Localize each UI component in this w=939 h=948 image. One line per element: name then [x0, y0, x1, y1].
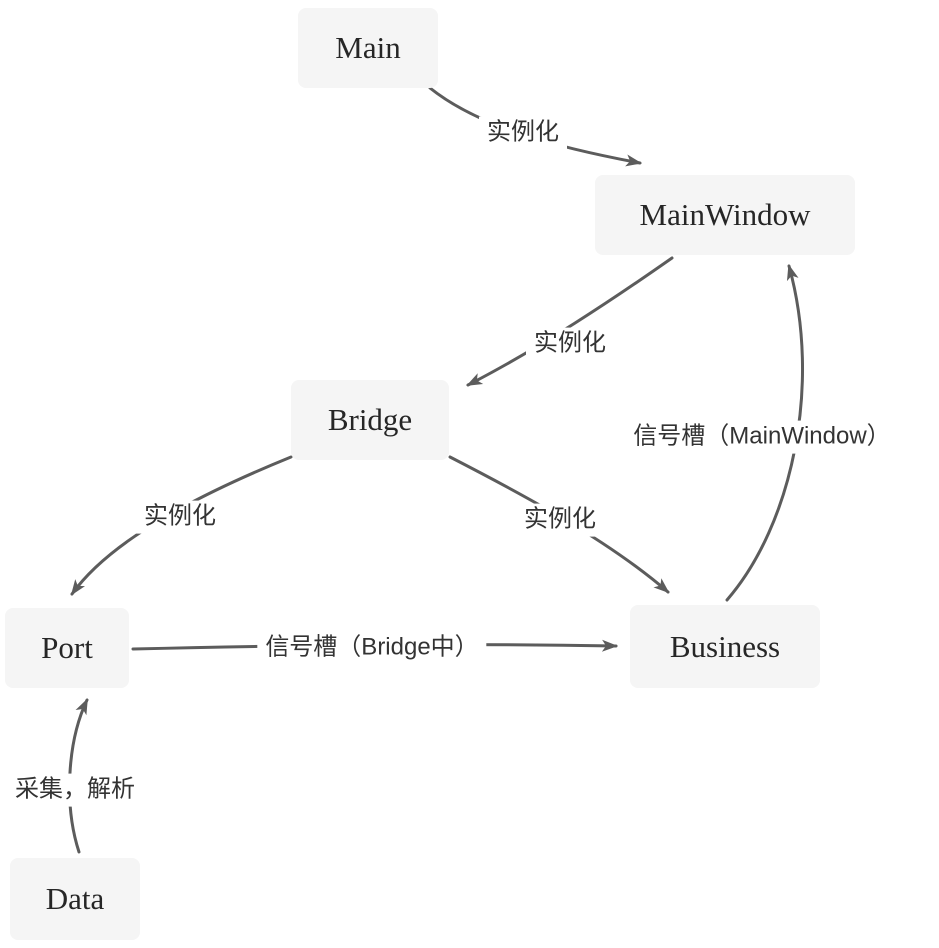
edge-label-business-mainwindow: 信号槽（MainWindow）	[625, 420, 899, 454]
edge-label-port-business: 信号槽（Bridge中）	[257, 631, 487, 665]
node-port: Port	[5, 608, 129, 688]
node-main-label: Main	[335, 30, 401, 65]
node-port-label: Port	[41, 630, 93, 665]
node-main: Main	[298, 8, 438, 88]
node-data: Data	[10, 858, 140, 940]
node-bridge-label: Bridge	[327, 402, 413, 437]
edge-label-bridge-port: 实例化	[136, 500, 224, 534]
edge-label-bridge-business: 实例化	[516, 503, 604, 537]
node-business-label: Business	[669, 628, 781, 664]
node-bridge: Bridge	[291, 380, 449, 460]
node-business: Business	[630, 605, 820, 688]
node-mainwindow-label: MainWindow	[639, 197, 811, 232]
edge-label-main-mainwindow: 实例化	[479, 116, 567, 150]
edge-label-mainwindow-bridge: 实例化	[526, 327, 614, 361]
node-mainwindow: MainWindow	[595, 175, 855, 255]
node-data-label: Data	[45, 881, 105, 916]
edge-label-data-port: 采集，解析	[7, 773, 143, 807]
edge-mainwindow-to-bridge	[466, 256, 674, 387]
